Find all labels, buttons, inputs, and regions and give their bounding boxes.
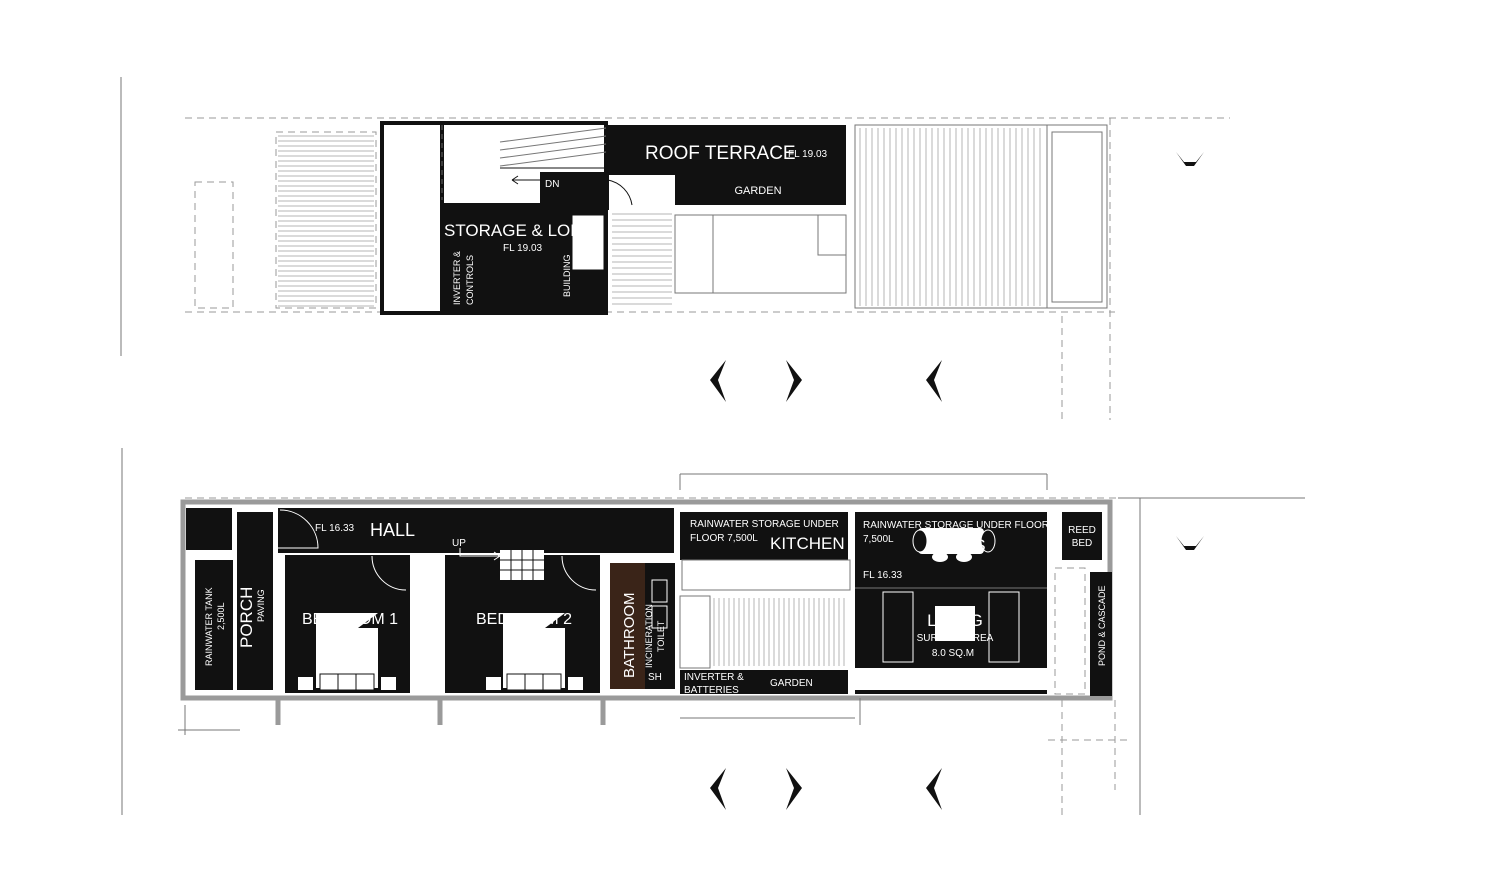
ground-floor-plan: FL 16.33 HALL UP PORCH PAVING RAINWATER …: [121, 448, 1305, 815]
right-roof-hatch: [859, 128, 1041, 306]
kitchen-deck-hatch: [713, 598, 845, 666]
dining-table: [912, 528, 996, 562]
bed-2: [486, 613, 583, 691]
bedroom-1-label: BEDROOM 1: [302, 611, 398, 628]
stair-down-arrow: [511, 175, 540, 185]
kitchen: [680, 512, 848, 560]
upper-stair: [612, 213, 672, 305]
ground-stair: [459, 548, 544, 580]
bedroom-2-label: BEDROOM 2: [476, 611, 572, 628]
living-label: LIVING: [927, 611, 983, 630]
roof-terrace-level: FL 19.03: [788, 149, 828, 160]
rainwater-storage-2-label-1: RAINWATER STORAGE UNDER FLOOR: [863, 520, 1049, 531]
inverter-controls-label-2: CONTROLS: [465, 255, 475, 305]
rainwater-tank-label-1: RAINWATER TANK: [204, 587, 214, 666]
rainwater-tank: [195, 560, 233, 690]
bathroom: [610, 563, 645, 689]
upper-garden-label: GARDEN: [734, 185, 781, 197]
reed-bed-label-2: BED: [1072, 538, 1093, 549]
upper-garden: [675, 175, 846, 205]
pond-cascade: [1090, 572, 1112, 696]
left-roof-hatch: [278, 135, 374, 307]
inverter-controls-label-1: INVERTER &: [452, 251, 462, 305]
hall-label: HALL: [370, 520, 415, 540]
ground-garden: [680, 670, 848, 694]
shower-label: SH: [648, 672, 662, 683]
upper-section-markers: [710, 152, 1204, 402]
living-note: SURFACE AREA: [917, 633, 994, 644]
roof-terrace-label: ROOF TERRACE: [645, 143, 796, 164]
inverter-batteries-label-1: INVERTER &: [684, 672, 744, 683]
rainwater-storage-1-label-1: RAINWATER STORAGE UNDER: [690, 519, 839, 530]
porch: [237, 512, 273, 690]
toilet-label-1: INCINERATION: [644, 604, 654, 668]
ground-section-markers: [710, 536, 1204, 810]
building-label: BUILDING: [562, 254, 572, 297]
storage-loft-label: STORAGE & LOF: [444, 221, 581, 240]
reed-bed: [1062, 512, 1102, 560]
rainwater-tank-label-2: 2,500L: [216, 602, 226, 630]
kitchen-label: KITCHEN: [770, 534, 845, 553]
pond-cascade-label: POND & CASCADE: [1097, 585, 1107, 666]
meals-label: MEALS: [928, 536, 986, 555]
stair-up-label: UP: [452, 538, 466, 549]
ground-garden-label: GARDEN: [770, 678, 813, 689]
hall-level: FL 16.33: [315, 523, 355, 534]
rainwater-storage-1-label-2: FLOOR 7,500L: [690, 533, 758, 544]
paving-label: PAVING: [256, 589, 266, 622]
hall: [278, 508, 674, 553]
upper-floor-plan: ROOF TERRACE FL 19.03 GARDEN DN STORAGE …: [120, 77, 1230, 420]
bathroom-label: BATHROOM: [621, 592, 638, 678]
bed-1: [298, 613, 396, 691]
storage-loft-level: FL 19.03: [503, 243, 543, 254]
porch-label: PORCH: [237, 587, 256, 648]
meals-level: FL 16.33: [863, 570, 903, 581]
stair-down-label: DN: [545, 179, 559, 190]
reed-bed-label-1: REED: [1068, 525, 1096, 536]
rainwater-storage-2-label-2: 7,500L: [863, 534, 894, 545]
inverter-batteries-label-2: BATTERIES: [684, 685, 739, 696]
living-area: 8.0 SQ.M: [932, 648, 974, 659]
roof-terrace: [608, 125, 846, 175]
living-furniture: [882, 591, 1020, 663]
toilet-label-2: TOILET: [656, 620, 666, 652]
